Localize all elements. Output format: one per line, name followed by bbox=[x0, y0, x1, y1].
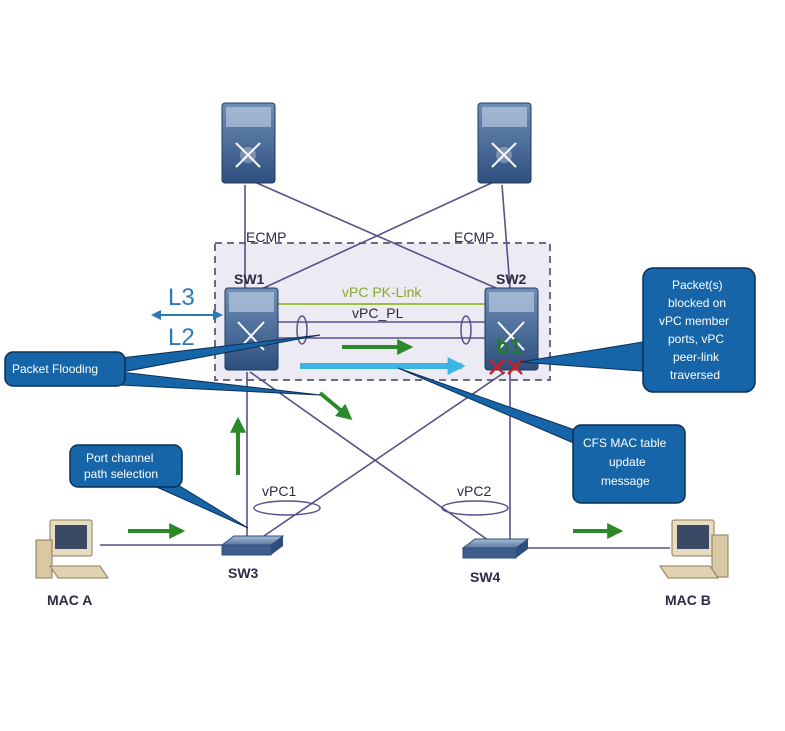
cfs-mac-line2: update bbox=[609, 455, 646, 469]
sw2-switch bbox=[484, 287, 539, 371]
port-channel-line2: path selection bbox=[84, 467, 158, 481]
vpc2-ring bbox=[441, 500, 509, 516]
blocked-port-label: b1 bbox=[496, 334, 522, 359]
callout-port-channel: Port channel path selection bbox=[69, 444, 249, 529]
host-mac-b-computer-icon bbox=[659, 519, 729, 579]
vpc2-label: vPC2 bbox=[457, 483, 491, 499]
l2-label: L2 bbox=[168, 324, 195, 351]
blocked-x-icon bbox=[489, 359, 523, 375]
peer-link-ring-right bbox=[460, 315, 472, 345]
core-switch-right bbox=[477, 102, 532, 184]
peer-link-label: vPC_PL bbox=[352, 305, 404, 321]
ecmp-right-label: ECMP bbox=[454, 229, 494, 245]
blocked-line4: ports, vPC bbox=[668, 332, 724, 346]
flow-arrows bbox=[128, 339, 624, 539]
vpc1-label: vPC1 bbox=[262, 483, 296, 499]
blocked-line5: peer-link bbox=[673, 350, 720, 364]
blocked-line2: blocked on bbox=[668, 296, 726, 310]
sw3-label: SW3 bbox=[228, 565, 259, 581]
callout-cfs-mac: CFS MAC table update message bbox=[397, 367, 686, 504]
callout-blocked: Packet(s) blocked on vPC member ports, v… bbox=[519, 267, 756, 393]
ecmp-left-label: ECMP bbox=[246, 229, 286, 245]
router-icon bbox=[491, 142, 517, 168]
sw2-label: SW2 bbox=[496, 271, 527, 287]
mac-b-label: MAC B bbox=[665, 592, 711, 608]
sw4-switch bbox=[461, 538, 530, 559]
vpc1-ring bbox=[253, 500, 321, 516]
router-icon bbox=[235, 142, 261, 168]
sw4-label: SW4 bbox=[470, 569, 501, 585]
l3-label: L3 bbox=[168, 284, 195, 311]
peer-link-ring-left bbox=[296, 315, 308, 345]
host-mac-a-computer-icon bbox=[35, 519, 109, 579]
blocked-line3: vPC member bbox=[659, 314, 729, 328]
sw1-switch bbox=[224, 287, 279, 371]
callout-packet-flooding: Packet Flooding bbox=[4, 334, 321, 396]
links bbox=[100, 179, 670, 549]
blocked-line6: traversed bbox=[670, 368, 720, 382]
arrow-sw1-diagonal bbox=[318, 391, 353, 421]
mac-a-label: MAC A bbox=[47, 592, 92, 608]
blocked-line1: Packet(s) bbox=[672, 278, 723, 292]
sw1-label: SW1 bbox=[234, 271, 265, 287]
peer-keepalive-label: vPC PK-Link bbox=[342, 284, 422, 300]
sw3-switch bbox=[220, 535, 285, 556]
packet-flooding-text: Packet Flooding bbox=[12, 362, 98, 376]
port-channel-line1: Port channel bbox=[86, 451, 153, 465]
core-switch-left bbox=[221, 102, 276, 184]
cfs-mac-line3: message bbox=[601, 474, 650, 488]
cfs-mac-line1: CFS MAC table bbox=[583, 436, 667, 450]
